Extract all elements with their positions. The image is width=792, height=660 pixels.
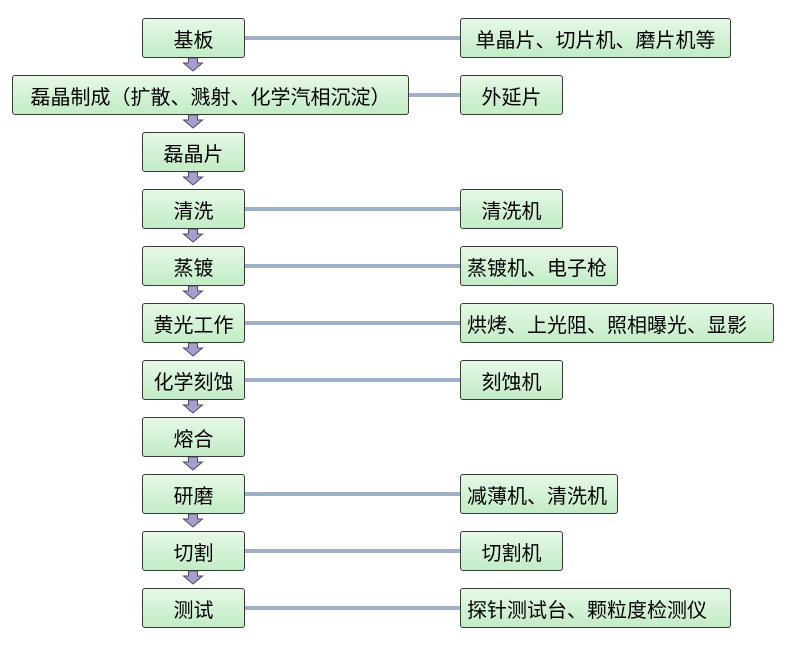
down-arrow-icon <box>182 114 204 129</box>
down-arrow-icon <box>182 57 204 72</box>
equipment-box: 外延片 <box>460 75 563 115</box>
down-arrow-icon <box>182 171 204 186</box>
equipment-box: 蒸镀机、电子枪 <box>460 246 618 286</box>
equipment-box: 减薄机、清洗机 <box>460 474 618 514</box>
down-arrow-icon <box>182 342 204 357</box>
step-box: 磊晶制成（扩散、溅射、化学汽相沉淀） <box>12 75 409 115</box>
step-label: 化学刻蚀 <box>153 369 234 394</box>
step-label: 黄光工作 <box>153 312 234 337</box>
step-box: 熔合 <box>142 417 245 457</box>
step-box: 蒸镀 <box>142 246 245 286</box>
step-label: 清洗 <box>173 198 214 223</box>
step-box: 清洗 <box>142 189 245 229</box>
equipment-box: 探针测试台、颗粒度检测仪 <box>460 588 731 628</box>
equipment-box: 清洗机 <box>460 189 563 229</box>
equipment-label: 探针测试台、颗粒度检测仪 <box>467 597 707 622</box>
down-arrow-icon <box>182 456 204 471</box>
step-box: 切割 <box>142 531 245 571</box>
equipment-label: 刻蚀机 <box>481 369 542 394</box>
equipment-box: 烘烤、上光阻、照相曝光、显影 <box>460 303 774 343</box>
step-label: 磊晶片 <box>163 141 224 166</box>
step-box: 磊晶片 <box>142 132 245 172</box>
step-label: 熔合 <box>173 426 214 451</box>
step-box: 化学刻蚀 <box>142 360 245 400</box>
equipment-label: 外延片 <box>481 84 542 109</box>
step-box: 研磨 <box>142 474 245 514</box>
equipment-label: 切割机 <box>481 540 542 565</box>
step-box: 黄光工作 <box>142 303 245 343</box>
equipment-label: 单晶片、切片机、磨片机等 <box>475 27 716 52</box>
down-arrow-icon <box>182 285 204 300</box>
equipment-box: 刻蚀机 <box>460 360 563 400</box>
down-arrow-icon <box>182 513 204 528</box>
step-label: 基板 <box>173 27 214 52</box>
down-arrow-icon <box>182 570 204 585</box>
step-label: 磊晶制成（扩散、溅射、化学汽相沉淀） <box>30 84 391 109</box>
step-box: 基板 <box>142 18 245 58</box>
step-label: 测试 <box>173 597 214 622</box>
step-box: 测试 <box>142 588 245 628</box>
step-label: 蒸镀 <box>173 255 214 280</box>
down-arrow-icon <box>182 228 204 243</box>
step-label: 切割 <box>173 540 214 565</box>
equipment-box: 切割机 <box>460 531 563 571</box>
down-arrow-icon <box>182 399 204 414</box>
equipment-label: 减薄机、清洗机 <box>467 483 607 508</box>
equipment-label: 清洗机 <box>481 198 542 223</box>
equipment-label: 烘烤、上光阻、照相曝光、显影 <box>467 312 747 337</box>
equipment-box: 单晶片、切片机、磨片机等 <box>460 18 731 58</box>
step-label: 研磨 <box>173 483 214 508</box>
equipment-label: 蒸镀机、电子枪 <box>467 255 607 280</box>
